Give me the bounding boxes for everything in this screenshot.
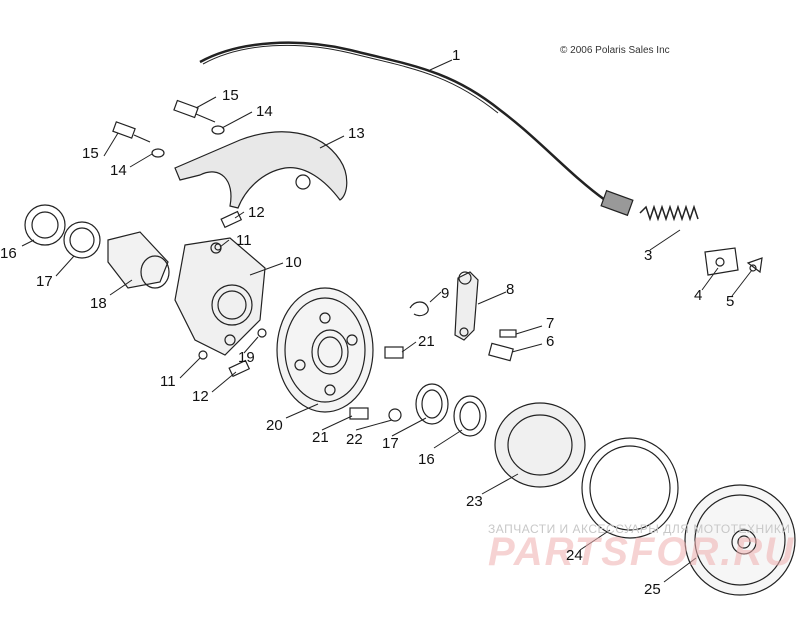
chain-guard	[174, 131, 348, 209]
callout-25: 25	[644, 581, 661, 598]
callout-15-upper: 15	[222, 87, 239, 104]
cam-bolt	[488, 342, 514, 362]
callout-13: 13	[348, 125, 365, 142]
callout-1: 1	[452, 47, 461, 64]
callout-16-left: 16	[0, 245, 17, 262]
callout-21-lower: 21	[312, 429, 329, 446]
sleeve	[107, 231, 170, 289]
spring	[639, 204, 699, 222]
callout-14-upper: 14	[256, 103, 273, 120]
callout-7: 7	[546, 315, 555, 332]
pin	[499, 329, 517, 338]
callout-17-left: 17	[36, 273, 53, 290]
bolt-21-upper	[384, 346, 404, 359]
seal-right	[453, 395, 487, 437]
callout-21-upper: 21	[418, 333, 435, 350]
watermark-caption: ЗАПЧАСТИ И АКСЕССУАРЫ ДЛЯ МОТОТЕХНИКИ	[488, 522, 791, 536]
callout-24: 24	[566, 547, 583, 564]
callout-17-right: 17	[382, 435, 399, 452]
callout-9: 9	[441, 285, 450, 302]
callout-18: 18	[90, 295, 107, 312]
callout-12-lower: 12	[192, 388, 209, 405]
copyright-notice: © 2006 Polaris Sales Inc	[560, 45, 670, 56]
ring-left	[63, 221, 101, 259]
callout-22: 22	[346, 431, 363, 448]
callout-11-lower: 11	[160, 373, 176, 390]
ring-right	[415, 383, 449, 425]
nut	[257, 328, 267, 338]
callout-15-lower: 15	[82, 145, 99, 162]
brake-cable	[199, 41, 634, 217]
bolt-lower	[228, 359, 251, 378]
callout-16-right: 16	[418, 451, 435, 468]
callout-23: 23	[466, 493, 483, 510]
bolt-21-lower	[349, 407, 369, 420]
callout-12-upper: 12	[248, 204, 265, 221]
wing-nut	[746, 257, 763, 274]
callout-3: 3	[644, 247, 653, 264]
drum-liner	[581, 437, 679, 539]
nut-lower	[198, 350, 208, 360]
nut-22	[388, 408, 402, 422]
return-spring	[409, 301, 429, 317]
leader-lines	[21, 59, 753, 583]
callout-8: 8	[506, 281, 515, 298]
callout-10: 10	[285, 254, 302, 271]
backing-plate	[276, 287, 374, 413]
seal-left	[24, 204, 66, 246]
callout-5: 5	[726, 293, 735, 310]
brake-lever	[454, 271, 479, 341]
callout-4: 4	[694, 287, 703, 304]
callout-19: 19	[238, 349, 255, 366]
brake-drum	[684, 484, 796, 596]
brake-shoes	[494, 402, 586, 488]
callout-6: 6	[546, 333, 555, 350]
watermark-brand: PARTSFOR.RU	[488, 530, 796, 574]
bolts-washers	[112, 99, 243, 229]
adjuster-block	[704, 247, 739, 276]
callout-20: 20	[266, 417, 283, 434]
callout-14-lower: 14	[110, 162, 127, 179]
mount-plate	[174, 237, 266, 356]
callout-11-upper: 11	[236, 232, 252, 249]
nut-upper	[214, 243, 222, 251]
